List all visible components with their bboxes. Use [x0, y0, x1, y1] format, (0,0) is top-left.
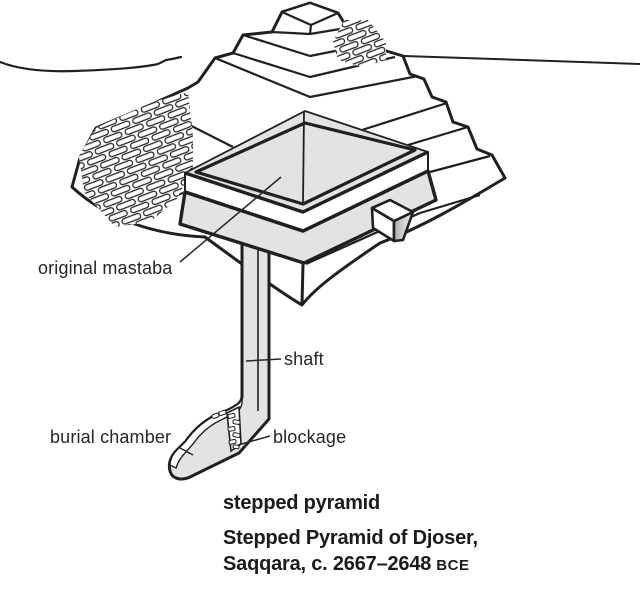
caption-title: stepped pyramid: [223, 492, 381, 514]
leader-blockage: [237, 435, 271, 446]
label-blockage: blockage: [273, 427, 347, 447]
horizon-line-right: [403, 55, 640, 65]
caption-date-text: Saqqara, c. 2667–2648: [223, 553, 432, 575]
leader-burial-chamber: [179, 447, 194, 456]
caption-era: BCE: [436, 557, 470, 574]
label-original-mastaba: original mastaba: [38, 258, 173, 278]
leader-original-mastaba: [179, 176, 282, 263]
label-burial-chamber: burial chamber: [50, 427, 172, 447]
horizon-line-left: [0, 55, 183, 73]
brick-patch-left: [79, 92, 193, 227]
caption-subtitle: Stepped Pyramid of Djoser,: [223, 527, 478, 549]
entrance-structure: [370, 198, 415, 243]
brick-patch-top-right: [333, 20, 386, 67]
leader-shaft: [245, 358, 282, 362]
label-shaft: shaft: [284, 349, 324, 369]
blockage-structure: [211, 405, 242, 453]
original-mastaba-structure: [178, 110, 438, 306]
